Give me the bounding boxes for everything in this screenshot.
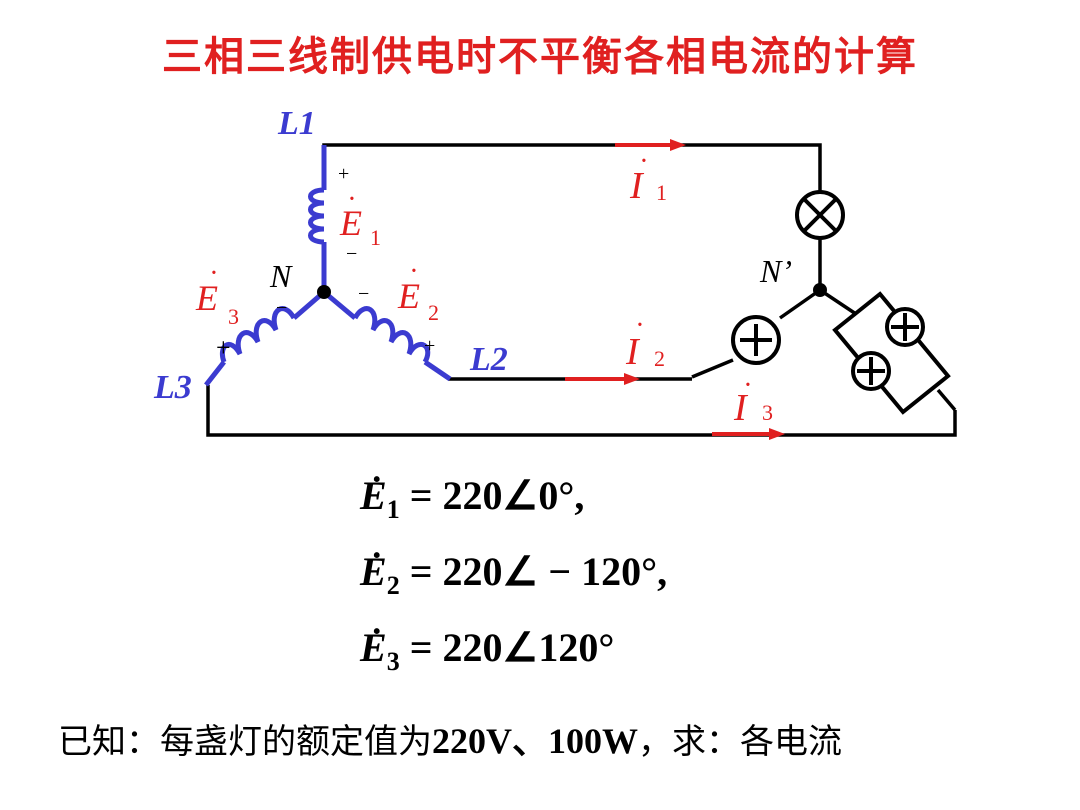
- eq1-sub: 1: [386, 495, 400, 524]
- eq1-var: E: [360, 473, 387, 518]
- wire-parallel-l3: [936, 388, 957, 412]
- wire-np-lamp2: [778, 288, 822, 320]
- label-i2-sub: 2: [654, 346, 665, 371]
- footer-prefix: 已知：每盏灯的额定值为: [58, 722, 432, 762]
- eq3-rhs: = 220∠120°: [399, 625, 615, 670]
- neutral-node-n: [317, 285, 331, 299]
- equation-e1: ·E1 = 220∠0°,: [360, 459, 585, 524]
- equation-e3: ·E3 = 220∠120°: [360, 611, 615, 676]
- lamp-2: [731, 315, 781, 365]
- label-i1: I: [629, 165, 645, 207]
- wire-l1: [322, 143, 822, 192]
- eq3-sub: 3: [386, 647, 400, 676]
- wire-l3: [206, 385, 957, 437]
- arrow-i3: [712, 428, 785, 440]
- label-i1-sub: 1: [656, 180, 667, 205]
- label-i3-sub: 3: [762, 400, 773, 425]
- arrow-i1: [615, 139, 686, 151]
- label-e2-sub: 2: [428, 300, 439, 325]
- label-i3-dot: ·: [744, 370, 751, 401]
- coil-e1: [308, 145, 327, 292]
- eq2-sub: 2: [386, 571, 400, 600]
- label-l3: L3: [153, 369, 192, 406]
- lamp-1: [795, 190, 845, 240]
- label-e3-sub: 3: [228, 304, 239, 329]
- label-e2-dot: ·: [410, 256, 417, 287]
- eq2-rhs: = 220∠ − 120°,: [399, 549, 668, 594]
- label-nprime: N’: [759, 253, 792, 289]
- sign-e1-plus: +: [338, 163, 349, 185]
- label-n: N: [269, 258, 293, 294]
- label-e1-sub: 1: [370, 225, 381, 250]
- equation-e2: ·E2 = 220∠ − 120°,: [360, 535, 668, 600]
- eq1-rhs: = 220∠0°,: [399, 473, 585, 518]
- sign-e2-minus: −: [358, 283, 369, 305]
- sign-e3-minus: −: [276, 297, 287, 319]
- label-e3: E: [195, 278, 218, 318]
- label-i2: I: [625, 331, 641, 373]
- label-l1: L1: [277, 105, 316, 142]
- footer-suffix: ，求：各电流: [638, 722, 842, 762]
- footer-values: 220V、100W: [432, 721, 638, 761]
- sign-e2-plus: +: [424, 335, 435, 357]
- page-title: 三相三线制供电时不平衡各相电流的计算: [162, 34, 918, 80]
- label-e3-dot: ·: [210, 258, 217, 289]
- label-l2: L2: [469, 341, 508, 378]
- neutral-node-nprime: [813, 283, 827, 297]
- label-i2-dot: ·: [636, 310, 643, 341]
- label-i3: I: [733, 387, 749, 429]
- circuit-diagram: L1 L2 L3 N N’ · E 1 · E 2 · E 3 · I 1 · …: [153, 105, 957, 440]
- label-e2: E: [397, 276, 420, 316]
- problem-statement: 已知：每盏灯的额定值为220V、100W，求：各电流: [58, 712, 842, 764]
- label-i1-dot: ·: [640, 146, 647, 177]
- eq2-var: E: [360, 549, 387, 594]
- label-e1-dot: ·: [348, 184, 355, 215]
- wire-lamp2-l2: [691, 358, 734, 379]
- arrow-i2: [565, 373, 640, 385]
- sign-e3-plus: +: [216, 333, 231, 362]
- sign-e1-minus: −: [346, 243, 357, 265]
- eq3-var: E: [360, 625, 387, 670]
- label-e1: E: [339, 203, 362, 243]
- parallel-lamps: [832, 291, 951, 415]
